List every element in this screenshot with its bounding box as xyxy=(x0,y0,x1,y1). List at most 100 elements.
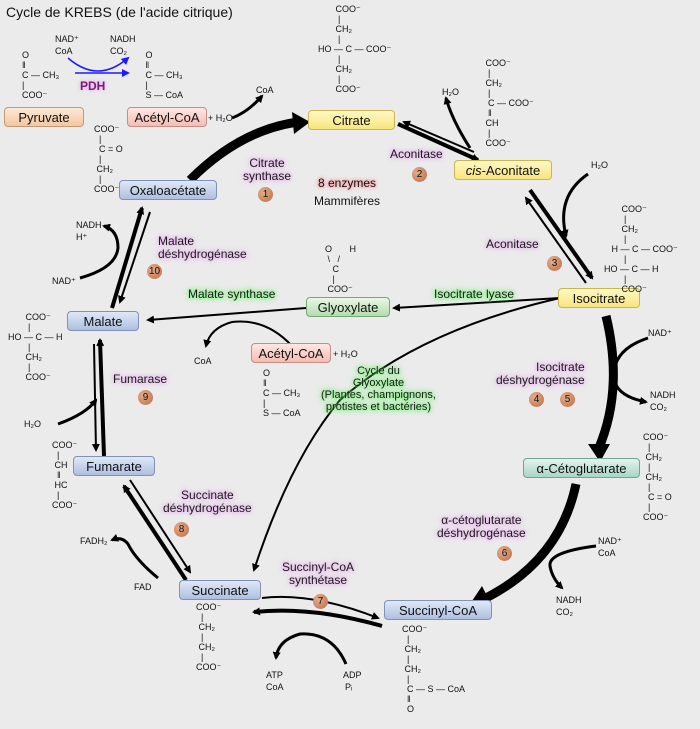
step-number-2: 2 xyxy=(412,167,427,182)
arrow-citrate-synthase xyxy=(186,117,299,184)
cofactor-coa-glyoxylate: CoA xyxy=(194,356,212,366)
arrow-adp-atp xyxy=(272,632,348,665)
step-number-5: 5 xyxy=(560,392,575,407)
enzyme-malate-dh: Malate déshydrogénase xyxy=(158,235,247,261)
label-isocitrate-lyase: Isocitrate lyase xyxy=(434,287,515,301)
step-number-4: 4 xyxy=(529,392,544,407)
arrow-nad-nadh xyxy=(612,336,649,405)
node-succinyl-coa: Succinyl-CoA xyxy=(384,600,492,620)
arrow-h2o-release xyxy=(443,96,472,149)
arrow-isocitrate-dh xyxy=(593,314,618,452)
enzyme-line: Citrate xyxy=(249,156,285,170)
arrow-fumarase-back xyxy=(91,343,100,452)
label-mammals: Mammifères xyxy=(314,194,381,208)
arrow-aconitase-backward xyxy=(402,120,475,153)
cofactor-coa-1: CoA xyxy=(256,85,274,95)
enzyme-isocitrate-dh: Isocitrate déshydrogénase xyxy=(496,361,585,387)
cofactor-coa-pdh: CoA xyxy=(55,46,73,56)
pdh-cofactor-curve xyxy=(67,56,130,72)
label-malate-synthase: Malate synthase xyxy=(188,287,276,301)
arrow-nad-nadh-2 xyxy=(548,544,597,590)
node-acetyl-coa: Acétyl-CoA xyxy=(127,107,207,127)
cofactor-co2-6: CO₂ xyxy=(556,607,573,617)
cofactor-hplus-10: H⁺ xyxy=(76,232,88,242)
enzyme-line: Isocitrate xyxy=(536,360,585,374)
arrow-aconitase-forward xyxy=(397,122,480,162)
cofactor-h2o-9: H₂O xyxy=(24,419,41,429)
arrow-fad-fadh2 xyxy=(110,534,159,580)
arrow-aconitase2-backward xyxy=(524,196,587,284)
cofactor-co2-pdh: CO₂ xyxy=(110,46,127,56)
cofactor-nad-pdh: NAD⁺ xyxy=(55,34,79,44)
node-cis-aconitate: cis-Aconitate xyxy=(454,160,552,180)
enzyme-line: Malate xyxy=(158,234,195,248)
node-fumarate: Fumarate xyxy=(73,456,155,476)
enzyme-line: Succinate xyxy=(181,488,234,502)
enzyme-line: déshydrogénase xyxy=(496,373,585,387)
structure-isocitrate: COO⁻ | CH₂ | H — C — COO⁻ | HO — C — H |… xyxy=(604,204,678,294)
cofactor-coa-7: CoA xyxy=(266,682,284,692)
step-number-7: 7 xyxy=(313,594,328,609)
node-acetyl-coa-glyoxylate: Acétyl-CoA xyxy=(251,343,331,363)
node-malate: Malate xyxy=(67,311,139,331)
enzyme-line: synthase xyxy=(243,169,292,183)
cofactor-nad-4: NAD⁺ xyxy=(648,328,672,338)
node-alpha-ketoglutarate: α-Cétoglutarate xyxy=(523,458,640,478)
cofactor-h2o-2: H₂O xyxy=(442,87,459,97)
arrow-isocitrate-to-succinate xyxy=(252,297,561,572)
cofactor-fad-8: FAD xyxy=(134,582,152,592)
enzyme-line: déshydrogénase xyxy=(158,247,247,261)
cofactor-co2-4: CO₂ xyxy=(650,402,667,412)
cofactor-nadh-10: NADH xyxy=(76,220,102,230)
enzyme-fumarase: Fumarase xyxy=(113,372,168,386)
structure-oxaloacetate: COO⁻ | C = O | CH₂ | COO⁻ xyxy=(94,124,123,194)
arrow-h2o-uptake xyxy=(560,172,589,238)
step-number-3: 3 xyxy=(547,256,562,271)
arrow-acetylcoa-to-coa xyxy=(203,320,293,348)
step-number-9: 9 xyxy=(138,390,153,405)
node-glyoxylate: Glyoxylate xyxy=(306,297,390,317)
cofactor-pi-7: Pᵢ xyxy=(345,682,353,692)
step-number-8: 8 xyxy=(174,522,189,537)
structure-fumarate: COO⁻ | CH ‖ HC | COO⁻ xyxy=(52,440,78,510)
cofactor-adp-7: ADP xyxy=(343,670,362,680)
arrow-isocitrate-lyase xyxy=(392,297,561,312)
enzyme-succinate-dh: Succinate déshydrogénase xyxy=(163,489,252,515)
structure-alpha-ketoglutarate: COO⁻ | CH₂ | CH₂ | C = O | COO⁻ xyxy=(643,432,672,522)
enzyme-akg-dh: α-cétoglutarate déshydrogénase xyxy=(437,514,526,540)
node-citrate: Citrate xyxy=(308,110,395,130)
structure-citrate: COO⁻ | CH₂ | HO — C — COO⁻ | CH₂ | COO⁻ xyxy=(318,4,392,94)
cofactor-coa-6: CoA xyxy=(598,548,616,558)
cofactor-atp-7: ATP xyxy=(266,670,283,680)
arrow-succinate-dh xyxy=(122,484,188,582)
arrow-succinyl-coa-synthetase xyxy=(252,607,383,628)
enzyme-line: α-cétoglutarate xyxy=(441,513,522,527)
cofactor-h2o-3: H₂O xyxy=(591,160,608,170)
arrow-akg-dh xyxy=(483,483,581,603)
cis-prefix: cis xyxy=(465,163,482,178)
enzyme-aconitase-1: Aconitase xyxy=(390,147,443,161)
label-glyoxylate-cycle: Cycle du Glyoxylate (Plantes, champignon… xyxy=(316,365,441,413)
enzyme-succinyl-coa-synthetase: Succinyl-CoA synthétase xyxy=(282,561,354,587)
cofactor-nad-10: NAD⁺ xyxy=(52,276,76,286)
structure-pyruvate: O ‖ C — CH₃ | COO⁻ xyxy=(22,50,60,100)
enzyme-line: synthétase xyxy=(288,573,348,587)
node-succinate: Succinate xyxy=(179,580,261,600)
cofactor-nadh-6: NADH xyxy=(556,595,582,605)
node-oxaloacetate: Oxaloacétate xyxy=(119,180,217,200)
structure-malate: COO⁻ | HO — C — H | CH₂ | COO⁻ xyxy=(8,312,63,382)
node-pyruvate: Pyruvate xyxy=(4,107,84,127)
step-number-10: 10 xyxy=(147,264,162,279)
step-number-6: 6 xyxy=(497,546,512,561)
arrow-succinate-dh-back xyxy=(129,479,192,574)
enzyme-aconitase-2: Aconitase xyxy=(486,237,539,251)
arrow-malate-dh-back xyxy=(118,211,151,304)
structure-acetyl-coa: O ‖ C — CH₃ | S — CoA xyxy=(145,50,184,100)
arrow-nad-nadh-3 xyxy=(79,223,120,280)
cycle-title-line: Cycle du xyxy=(357,365,400,377)
cofactor-nad-6: NAD⁺ xyxy=(598,536,622,546)
cofactor-plus-h2o-1: + H₂O xyxy=(208,113,233,123)
cofactor-nadh-pdh: NADH xyxy=(110,34,136,44)
arrow-coa-release xyxy=(231,94,264,120)
enzyme-pdh: PDH xyxy=(80,79,106,93)
